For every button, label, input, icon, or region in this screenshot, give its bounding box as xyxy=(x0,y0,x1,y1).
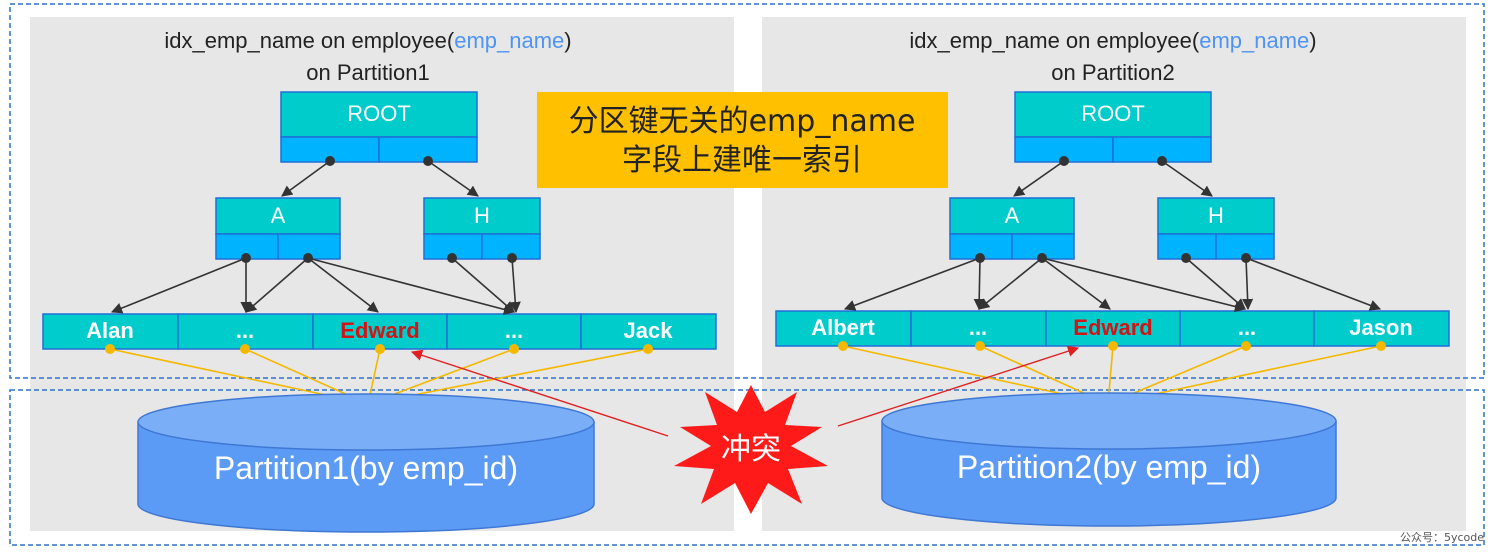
partition-2-leaf: Albert xyxy=(811,315,875,340)
partition-2-subtitle: on Partition2 xyxy=(1051,60,1175,85)
partition-2-leaf: ... xyxy=(969,315,987,340)
index-region-border xyxy=(9,3,1485,379)
partition-1-leaf: Alan xyxy=(86,318,134,343)
callout-line-2: 字段上建唯一索引 xyxy=(622,143,862,178)
partition-1-leaf: ... xyxy=(505,318,523,343)
partition-1-leaf: ... xyxy=(236,318,254,343)
partition-2-node-h-label: H xyxy=(1208,203,1224,228)
partition-1-leaf-row: Alan ... Edward ... Jack xyxy=(42,313,717,350)
partition-1-link-dots xyxy=(105,344,653,354)
partition-1-node-h: H xyxy=(423,197,541,260)
partition-2-title: idx_emp_name on employee(emp_name) xyxy=(909,28,1316,53)
unique-index-callout: 分区键无关的emp_name 字段上建唯一索引 xyxy=(537,92,948,188)
burst-icon xyxy=(674,385,828,514)
partition-2-node-a: A xyxy=(949,197,1075,260)
partition-1-root-node: ROOT xyxy=(280,91,478,163)
partition-1-leaf-conflict: Edward xyxy=(340,318,419,343)
conflict-arrows xyxy=(410,345,1080,437)
partition-1-title: idx_emp_name on employee(emp_name) xyxy=(164,28,571,53)
conflict-label: 冲突 xyxy=(721,432,781,467)
partition-1-db-label: Partition1(by emp_id) xyxy=(214,450,518,486)
partition-2-link-dots xyxy=(838,341,1386,351)
partition-2-db-label: Partition2(by emp_id) xyxy=(957,449,1261,485)
data-region-border xyxy=(9,389,1485,546)
partition-1-database: Partition1(by emp_id) xyxy=(137,393,595,533)
partition-2-edge-dots xyxy=(975,156,1251,263)
partition-2-database: Partition2(by emp_id) xyxy=(881,392,1337,527)
partition-2-index: idx_emp_name on employee(emp_name) on Pa… xyxy=(775,28,1450,405)
partition-2-node-a-label: A xyxy=(1005,203,1020,228)
partition-1-edge-dots xyxy=(241,156,517,263)
partition-1-root-label: ROOT xyxy=(347,101,411,126)
conflict-burst: 冲突 xyxy=(674,385,828,514)
partition-1-tree-edges xyxy=(110,160,521,315)
partition-1-subtitle: on Partition1 xyxy=(306,60,430,85)
partition-2-leaf: ... xyxy=(1238,315,1256,340)
callout-line-1: 分区键无关的emp_name xyxy=(569,104,916,139)
partition-2-root-node: ROOT xyxy=(1014,91,1212,163)
watermark: 公众号：5ycode xyxy=(1400,531,1484,544)
partition-2-leaf-conflict: Edward xyxy=(1073,315,1152,340)
partition-2-tree-edges xyxy=(843,160,1382,312)
partition-2-root-label: ROOT xyxy=(1081,101,1145,126)
partition-1-leaf: Jack xyxy=(624,318,674,343)
partition-1-node-h-label: H xyxy=(474,203,490,228)
partition-1-node-a: A xyxy=(215,197,341,260)
partition-2-node-h: H xyxy=(1157,197,1275,260)
partition-1-node-a-label: A xyxy=(271,203,286,228)
partition-2-leaf: Jason xyxy=(1349,315,1413,340)
partition-2-leaf-row: Albert ... Edward ... Jason xyxy=(775,310,1450,347)
